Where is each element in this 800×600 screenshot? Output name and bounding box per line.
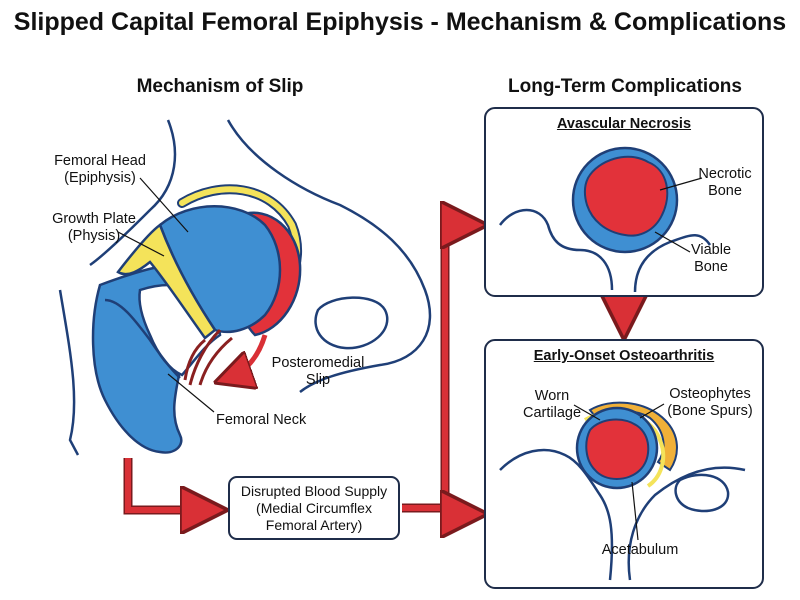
mechanism-heading: Mechanism of Slip bbox=[136, 76, 304, 97]
arrow-to-blood-supply bbox=[123, 458, 210, 515]
blood-supply-box: Disrupted Blood Supply (Medial Circumfle… bbox=[228, 476, 400, 540]
blood-supply-text: Disrupted Blood Supply (Medial Circumfle… bbox=[240, 482, 388, 533]
label-osteophytes: Osteophytes (Bone Spurs) bbox=[667, 386, 753, 419]
label-femoral-neck: Femoral Neck bbox=[216, 412, 307, 428]
pelvis-outline-right bbox=[226, 119, 432, 393]
complications-heading: Long-Term Complications bbox=[508, 76, 742, 97]
mechanism-illustration bbox=[58, 119, 432, 456]
label-worn-cartilage: Worn Cartilage bbox=[522, 388, 582, 421]
obturator-foramen bbox=[314, 296, 389, 350]
growth-plate bbox=[116, 223, 217, 340]
label-necrotic-bone: Necrotic Bone bbox=[698, 166, 752, 199]
oa-obturator bbox=[674, 473, 730, 513]
oa-damaged-bone bbox=[585, 418, 650, 480]
avn-title: Avascular Necrosis bbox=[556, 116, 692, 132]
label-posteromedial-slip: Posteromedial Slip bbox=[271, 355, 365, 388]
oa-title: Early-Onset Osteoarthritis bbox=[533, 348, 715, 364]
flow-arrows bbox=[123, 220, 624, 515]
label-acetabulum: Acetabulum bbox=[601, 542, 679, 558]
label-femoral-head: Femoral Head (Epiphysis) bbox=[54, 153, 146, 186]
page-title: Slipped Capital Femoral Epiphysis - Mech… bbox=[13, 8, 787, 36]
oa-panel bbox=[484, 339, 764, 589]
label-growth-plate: Growth Plate (Physis) bbox=[52, 211, 136, 244]
pelvis-outline bbox=[89, 119, 177, 267]
slip-arrow bbox=[228, 334, 268, 378]
arrow-to-avn bbox=[402, 220, 470, 513]
label-viable-bone: Viable Bone bbox=[690, 242, 732, 275]
avn-necrotic-bone bbox=[583, 155, 669, 237]
avn-panel bbox=[484, 107, 764, 297]
